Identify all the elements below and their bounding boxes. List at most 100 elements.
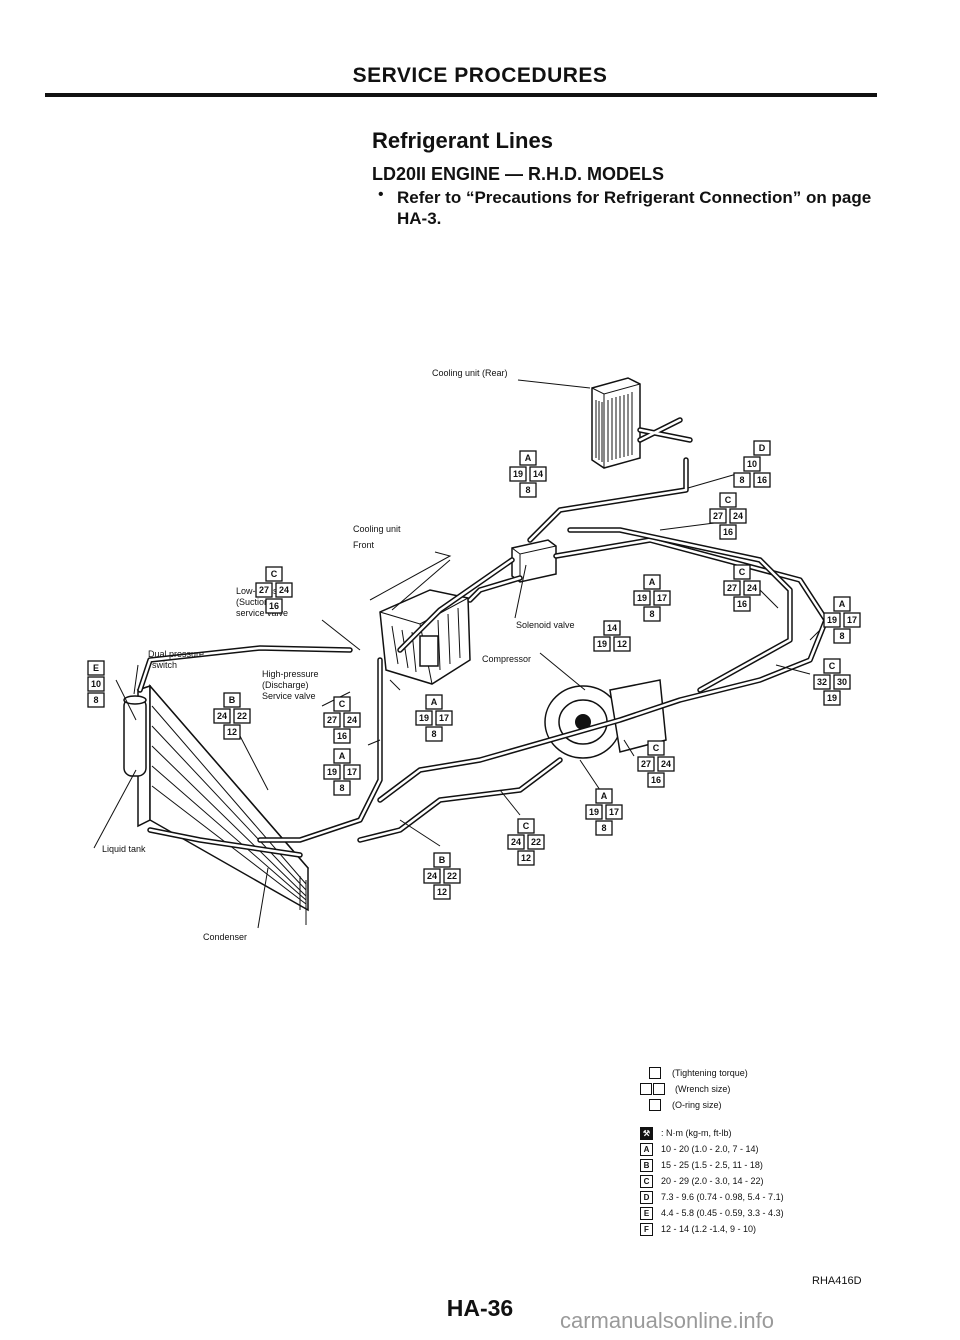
callout-box: 27 [709, 508, 727, 524]
title-rule [45, 93, 877, 97]
section-title: SERVICE PROCEDURES [352, 64, 608, 87]
legend-square-icon [649, 1067, 661, 1079]
svg-text:12: 12 [227, 727, 237, 737]
figure-code: RHA416D [812, 1275, 862, 1287]
legend-spec-letter: C [640, 1174, 653, 1188]
callout-box: C [733, 564, 751, 580]
callout-box: 8 [733, 472, 751, 488]
callout-box: 8 [519, 482, 537, 498]
callout-box: 14 [529, 466, 547, 482]
refrigerant-pipes [137, 417, 829, 858]
legend-square-icon [653, 1083, 665, 1095]
callout-box: E [87, 660, 105, 676]
callout-box: 22 [233, 708, 251, 724]
svg-text:A: A [339, 751, 346, 761]
legend-spec-letter: E [640, 1206, 653, 1220]
legend-row: (Tightening torque) [640, 1065, 784, 1081]
svg-text:16: 16 [723, 527, 733, 537]
legend-tightening-torque: (Tightening torque) [672, 1068, 748, 1078]
callout-box: 27 [255, 582, 273, 598]
svg-text:C: C [739, 567, 746, 577]
legend-spec-value: 7.3 - 9.6 (0.74 - 0.98, 5.4 - 7.1) [661, 1192, 784, 1202]
svg-text:C: C [271, 569, 278, 579]
callout-box: 24 [729, 508, 747, 524]
callout-box: B [223, 692, 241, 708]
legend-spec-value: 15 - 25 (1.5 - 2.5, 11 - 18) [661, 1160, 763, 1170]
callout-box: 19 [593, 636, 611, 652]
svg-text:19: 19 [637, 593, 647, 603]
solenoid-valve [511, 539, 557, 583]
legend-square-icon [649, 1099, 661, 1111]
legend-unit: : N·m (kg-m, ft-lb) [661, 1128, 732, 1138]
legend-o-ring-size: (O-ring size) [672, 1100, 722, 1110]
callout-box: 19 [323, 764, 341, 780]
callout-box: 24 [507, 834, 525, 850]
svg-text:27: 27 [713, 511, 723, 521]
svg-text:A: A [839, 599, 846, 609]
callout-box: 17 [605, 804, 623, 820]
callout-box: 8 [87, 692, 105, 708]
liquid-tank [123, 695, 147, 777]
svg-text:17: 17 [347, 767, 357, 777]
callout-box: D [753, 440, 771, 456]
callout-box: C [647, 740, 665, 756]
svg-text:24: 24 [279, 585, 289, 595]
component-labels: Cooling unit (Rear) Cooling unit Front L… [102, 368, 575, 942]
callout-box: 24 [343, 712, 361, 728]
callout-box: 10 [87, 676, 105, 692]
svg-text:30: 30 [837, 677, 847, 687]
callout-box: 16 [265, 598, 283, 614]
svg-text:24: 24 [661, 759, 671, 769]
wrench-icon: ⚒ [640, 1126, 653, 1140]
callout-box: 8 [333, 780, 351, 796]
callout-box: 24 [275, 582, 293, 598]
callout-box: 12 [517, 850, 535, 866]
torque-legend: (Tightening torque) (Wrench size) (O-rin… [640, 1065, 784, 1237]
legend-spec-letter: B [640, 1158, 653, 1172]
svg-text:24: 24 [427, 871, 437, 881]
callout-box: 19 [509, 466, 527, 482]
svg-text:8: 8 [339, 783, 344, 793]
svg-text:22: 22 [447, 871, 457, 881]
svg-text:8: 8 [839, 631, 844, 641]
callout-box: 19 [415, 710, 433, 726]
svg-text:12: 12 [617, 639, 627, 649]
svg-text:24: 24 [347, 715, 357, 725]
svg-text:14: 14 [533, 469, 543, 479]
note-bullet: • [378, 186, 384, 203]
callout-box: 12 [433, 884, 451, 900]
condenser [136, 683, 310, 925]
legend-spec-value: 20 - 29 (2.0 - 3.0, 14 - 22) [661, 1176, 764, 1186]
engine-heading: LD20II ENGINE — R.H.D. MODELS [372, 164, 665, 184]
legend-spec-value: 12 - 14 (1.2 -1.4, 9 - 10) [661, 1224, 757, 1234]
label-low-pressure-3: service valve [236, 608, 288, 618]
callout-box: 24 [743, 580, 761, 596]
front-cooling-unit [379, 589, 471, 685]
callout-box: C [265, 566, 283, 582]
precaution-note: Refer to “Precautions for Refrigerant Co… [397, 188, 872, 228]
callout-box: 24 [213, 708, 231, 724]
watermark: carmanualsonline.info [560, 1308, 775, 1333]
svg-text:C: C [523, 821, 530, 831]
svg-text:17: 17 [847, 615, 857, 625]
callout-box: C [823, 658, 841, 674]
callout-box: 16 [733, 596, 751, 612]
svg-text:24: 24 [511, 837, 521, 847]
callout-box: 14 [603, 620, 621, 636]
page-number: HA-36 [446, 1295, 514, 1321]
svg-text:19: 19 [827, 615, 837, 625]
svg-text:27: 27 [327, 715, 337, 725]
svg-text:32: 32 [817, 677, 827, 687]
svg-text:19: 19 [513, 469, 523, 479]
callout-box: 27 [637, 756, 655, 772]
label-dual-pressure-2: switch [152, 660, 177, 670]
label-cooling-unit-front-1: Cooling unit [353, 524, 401, 534]
callout-box: 12 [223, 724, 241, 740]
rear-cooling-unit [591, 377, 641, 469]
label-low-pressure-2: (Suction) [236, 597, 272, 607]
callout-box: 27 [723, 580, 741, 596]
legend-spec-row: C 20 - 29 (2.0 - 3.0, 14 - 22) [640, 1173, 784, 1189]
callout-box: A [833, 596, 851, 612]
